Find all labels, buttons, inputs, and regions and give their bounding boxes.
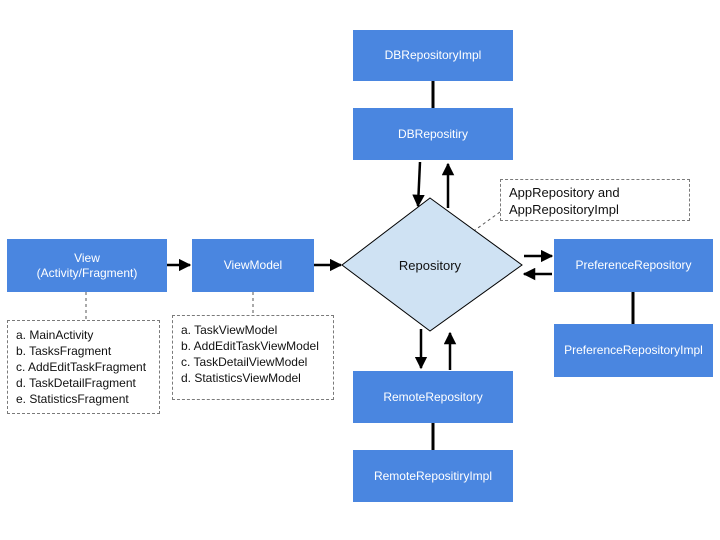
viewmodels-note-item: d. StatisticsViewModel xyxy=(181,371,301,385)
views-note-item: c. AddEditTaskFragment xyxy=(16,360,147,374)
db-repository-impl-box: DBRepositoryImpl xyxy=(353,30,513,81)
db-to-repository-arrow xyxy=(412,161,425,208)
view-label: View xyxy=(74,250,100,265)
preference-repository-label: PreferenceRepository xyxy=(575,258,692,272)
app-repository-note-line: AppRepositoryImpl xyxy=(509,202,619,217)
viewmodels-note-item: a. TaskViewModel xyxy=(181,323,278,337)
repository-diamond xyxy=(341,197,523,332)
remote-repository-label: RemoteRepository xyxy=(383,389,483,404)
remote-repository-impl-box: RemoteRepositiryImpl xyxy=(353,450,513,502)
view-sublabel: (Activity/Fragment) xyxy=(36,265,138,280)
remote-repository-box: RemoteRepository xyxy=(353,371,513,423)
views-note-item: a. MainActivity xyxy=(16,328,94,342)
viewmodel-label: ViewModel xyxy=(223,258,283,272)
remote-repository-impl-label: RemoteRepositiryImpl xyxy=(373,468,493,483)
viewmodels-note-item: c. TaskDetailViewModel xyxy=(181,355,308,369)
viewmodels-note-item: b. AddEditTaskViewModel xyxy=(181,339,319,353)
views-note-item: b. TasksFragment xyxy=(16,344,112,358)
view-box: View (Activity/Fragment) xyxy=(7,239,167,292)
db-repository-impl-label: DBRepositoryImpl xyxy=(384,48,482,62)
views-note: a. MainActivity b. TasksFragment c. AddE… xyxy=(7,320,160,414)
repository-label: Repository xyxy=(398,258,462,273)
db-repository-box: DBRepositiry xyxy=(353,108,513,160)
app-repository-note-line: AppRepository and xyxy=(509,185,620,200)
preference-repository-impl-box: PreferenceRepositoryImpl xyxy=(554,324,713,377)
viewmodel-box: ViewModel xyxy=(192,239,314,292)
views-note-item: e. StatisticsFragment xyxy=(16,392,129,406)
app-repository-note: AppRepository and AppRepositoryImpl xyxy=(500,179,690,221)
preference-repository-impl-label: PreferenceRepositoryImpl xyxy=(564,343,703,357)
views-note-item: d. TaskDetailFragment xyxy=(16,376,136,390)
db-repository-label: DBRepositiry xyxy=(397,126,469,141)
preference-repository-box: PreferenceRepository xyxy=(554,239,713,292)
viewmodels-note: a. TaskViewModel b. AddEditTaskViewModel… xyxy=(172,315,334,400)
